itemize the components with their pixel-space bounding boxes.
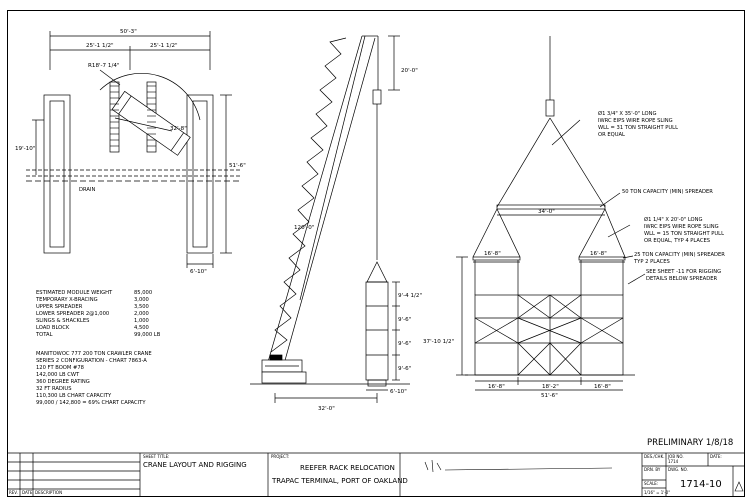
plan-dim-overall: 50'-3" <box>120 29 137 35</box>
plan-dim-half-left: 25'-1 1/2" <box>86 43 114 49</box>
rig-dim-b1: 16'-8" <box>488 384 505 390</box>
crane-note-line: 32 FT RADIUS <box>36 386 72 392</box>
tb-sheet-title: CRANE LAYOUT AND RIGGING <box>143 461 247 469</box>
rig-dim-right-spreader: 16'-8" <box>590 251 607 257</box>
crane-note-line: 110,300 LB CHART CAPACITY <box>36 393 112 399</box>
tb-dwg-no-label: DWG. NO. <box>668 467 688 472</box>
revision-triangle-icon <box>734 481 744 492</box>
elev-dim-m2: 9'-6" <box>398 317 412 323</box>
crane-note-line: 142,000 LB CWT <box>36 372 80 378</box>
weight-label: TOTAL <box>35 332 53 338</box>
elev-dim-m3: 9'-6" <box>398 341 412 347</box>
plan-dim-gap: 6'-10" <box>190 269 207 275</box>
plan-dim-height: 19'-10" <box>15 146 36 152</box>
plan-dim-crane: 32'-8" <box>170 126 187 132</box>
weight-value: 3,500 <box>134 304 149 310</box>
tb-description: DESCRIPTION <box>35 490 62 495</box>
tb-sheet-title-label: SHEET TITLE: <box>143 454 170 459</box>
weight-label: LOAD BLOCK <box>36 325 70 331</box>
elev-dim-base: 6'-10" <box>390 389 407 395</box>
weight-label: UPPER SPREADER <box>36 304 83 310</box>
tb-date: DATE <box>22 490 33 495</box>
tb-dwg-no: 1714-10 <box>680 479 722 490</box>
upper-spreader-note: 50 TON CAPACITY (MIN) SPREADER <box>622 189 713 195</box>
sling1-note: IWRC EIPS WIRE ROPE SLING <box>598 118 673 124</box>
plan-dim-length: 51'-6" <box>229 163 246 169</box>
elev-dim-boom: 120'-0" <box>294 225 315 231</box>
lower-spreader-note: 25 TON CAPACITY (MIN) SPREADER <box>634 252 725 258</box>
crane-note-line: SERIES 2 CONFIGURATION - CHART 7863-A <box>36 358 147 364</box>
weight-label: SLINGS & SHACKLES <box>36 318 89 324</box>
weight-label: TEMPORARY X-BRACING <box>35 297 98 303</box>
see-sheet-note: DETAILS BELOW SPREADER <box>646 276 717 282</box>
tb-drn-by: DRN. BY <box>644 467 661 472</box>
elev-dim-m1: 9'-4 1/2" <box>398 293 422 299</box>
weight-value: 99,000 LB <box>134 332 161 338</box>
tb-rev: REV. <box>9 490 18 495</box>
plan-dim-radius: R18'-7 1/4" <box>88 63 120 69</box>
rig-dim-b2: 18'-2" <box>542 384 559 390</box>
sling1-note: OR EQUAL <box>598 132 625 138</box>
rig-dim-top-width: 34'-0" <box>538 209 555 215</box>
elev-dim-m4: 9'-6" <box>398 366 412 372</box>
weight-value: 85,000 <box>134 290 152 296</box>
crane-note-line: 120 FT BOOM #78 <box>36 365 84 371</box>
tb-scale-label: SCALE: <box>644 481 658 486</box>
tb-project-line1: REEFER RACK RELOCATION <box>300 464 395 472</box>
weight-value: 1,000 <box>134 318 149 324</box>
rig-dim-total: 51'-6" <box>541 393 558 399</box>
lower-spreader-note: TYP 2 PLACES <box>633 259 670 265</box>
sling2-note: Ø1 1/4" X 20'-0" LONG <box>644 216 703 223</box>
weight-value: 3,000 <box>134 297 149 303</box>
tb-date-label: DATE: <box>710 454 722 459</box>
plan-track-hatching <box>110 85 156 147</box>
crane-note-line: 360 DEGREE RATING <box>36 379 90 385</box>
weight-label: LOWER SPREADER 2@1,000 <box>36 311 109 317</box>
sling2-note: WLL = 15 TON STRAIGHT PULL <box>644 231 724 237</box>
weight-label: ESTIMATED MODULE WEIGHT <box>36 290 113 296</box>
crane-notes: MANITOWOC 777 200 TON CRAWLER CRANE SERI… <box>36 351 152 406</box>
company-logo <box>424 459 613 473</box>
sheet-border <box>7 10 745 497</box>
tb-job-no: 1714 <box>668 459 679 464</box>
tb-job-no-label: JOB NO. <box>667 454 684 459</box>
sling2-note: OR EQUAL, TYP 4 PLACES <box>644 238 710 244</box>
crane-note-line: 99,000 / 142,800 = 69% CHART CAPACITY <box>36 400 146 406</box>
title-block <box>7 452 745 497</box>
rig-dim-b3: 16'-8" <box>594 384 611 390</box>
preliminary-status: PRELIMINARY 1/8/18 <box>647 438 733 448</box>
tb-des-chk: DES./CHK. <box>644 454 664 459</box>
tb-project-line2: TRAPAC TERMINAL, PORT OF OAKLAND <box>271 477 408 485</box>
crane-note-line: MANITOWOC 777 200 TON CRAWLER CRANE <box>36 351 152 357</box>
tb-scale: 1/16" = 1'-0" <box>644 490 670 495</box>
plan-dim-half-right: 25'-1 1/2" <box>150 43 178 49</box>
tb-project-label: PROJECT: <box>271 454 289 459</box>
rig-dim-height: 37'-10 1/2" <box>423 339 455 345</box>
elev-dim-top: 20'-0" <box>401 68 418 74</box>
elev-dim-radius: 32'-0" <box>318 406 335 412</box>
see-sheet-note: SEE SHEET -11 FOR RIGGING <box>646 269 721 275</box>
sling1-note: WLL = 31 TON STRAIGHT PULL <box>598 125 678 131</box>
weights-table: ESTIMATED MODULE WEIGHT 85,000 TEMPORARY… <box>35 290 161 338</box>
weight-value: 4,500 <box>134 325 149 331</box>
sling2-note: IWRC EIPS WIRE ROPE SLING <box>644 224 719 230</box>
rig-dim-left-spreader: 16'-8" <box>484 251 501 257</box>
rigging-elevation <box>456 36 646 391</box>
weight-value: 2,000 <box>134 311 149 317</box>
drain-label: DRAIN <box>79 187 95 193</box>
crane-elevation <box>250 35 410 403</box>
crane-body <box>261 354 307 384</box>
plan-view <box>26 31 240 268</box>
sling1-note: Ø1 3/4" X 35'-0" LONG <box>598 110 657 117</box>
